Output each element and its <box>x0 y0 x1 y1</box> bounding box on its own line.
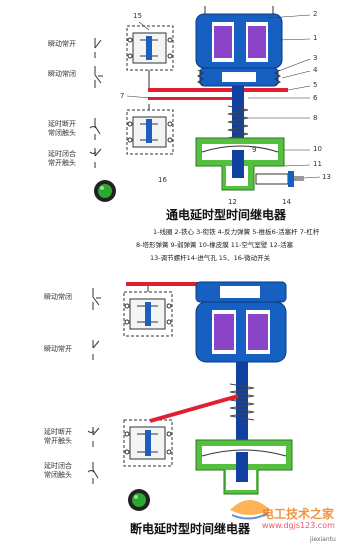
legend-line-3: 13-调节螺杆14-进气孔 15、16-微动开关 <box>150 254 271 262</box>
callout-15: 15 <box>133 12 142 20</box>
label-delay-nc: 延时断开 常闭触头 <box>48 120 76 137</box>
watermark-url: www.dgjs123.com <box>262 521 335 530</box>
label-bottom-instant-nc: 瞬动常闭 <box>44 293 72 301</box>
bottom-relay <box>87 281 293 511</box>
callout-14: 14 <box>282 198 291 206</box>
electromagnet-top <box>195 6 283 87</box>
tower-spring <box>227 105 249 143</box>
legend-line-2: 8-塔形弹簧 9-弱弹簧 10-橡皮膜 11-空气室壁 12-活塞 <box>136 241 294 249</box>
reaction-spring-right <box>274 69 281 86</box>
label-bottom-delay-nc: 延时闭合 常闭触头 <box>44 462 72 479</box>
bottom-spring <box>229 383 255 421</box>
indicator-light-top <box>94 180 116 202</box>
callout-13: 13 <box>322 173 331 181</box>
callout-12: 12 <box>228 198 237 206</box>
callout-10: 10 <box>313 145 322 153</box>
callout-5: 5 <box>313 81 318 89</box>
watermark-corner: jiexiantu <box>310 536 336 543</box>
air-chamber-bottom <box>195 439 293 495</box>
microswitch-bottom-upper <box>123 286 173 337</box>
electromagnet-bottom <box>195 281 287 363</box>
caption-bottom: 断电延时型时间继电器 <box>130 522 251 536</box>
callout-8: 8 <box>313 114 318 122</box>
watermark-brand: 电工技术之家 <box>262 507 335 521</box>
callout-1: 1 <box>313 34 318 42</box>
callout-lines-top <box>126 14 321 179</box>
legend-line-1: 1-线圈 2-铁心 3-衔铁 4-反力弹簧 5-推板6-活塞杆 7-杠杆 <box>153 228 320 236</box>
microswitch-16 <box>126 104 174 155</box>
callout-11: 11 <box>313 160 322 168</box>
bottom-lever <box>149 394 239 423</box>
callout-3: 3 <box>313 54 318 62</box>
top-relay <box>89 6 321 202</box>
label-bottom-instant-no: 瞬动常开 <box>44 345 72 353</box>
indicator-light-bottom <box>128 489 150 511</box>
lever-7 <box>148 97 238 100</box>
instant-nc-symbol <box>94 66 103 88</box>
callout-4: 4 <box>313 66 318 74</box>
microswitch-bottom-lower <box>123 419 173 467</box>
air-chamber-top <box>195 137 304 191</box>
watermark-logo <box>230 500 270 520</box>
microswitch-15 <box>126 25 174 88</box>
label-delay-no: 延时闭合 常开触头 <box>48 150 76 167</box>
callout-7: 7 <box>120 92 125 100</box>
caption-top: 通电延时型时间继电器 <box>166 208 287 222</box>
callout-16: 16 <box>158 176 167 184</box>
delay-nc-symbol <box>89 118 101 140</box>
reaction-spring-left <box>197 69 204 86</box>
push-plate <box>148 88 288 92</box>
label-bottom-delay-no: 延时断开 常开触头 <box>44 428 72 445</box>
instant-no-symbol <box>94 38 102 58</box>
callout-2: 2 <box>313 10 318 18</box>
bottom-contact-symbols <box>87 288 101 484</box>
callout-6: 6 <box>313 94 318 102</box>
label-instant-nc: 瞬动常闭 <box>48 70 76 78</box>
delay-no-symbol <box>89 148 102 168</box>
bottom-push-plate <box>126 282 206 286</box>
label-instant-no: 瞬动常开 <box>48 40 76 48</box>
callout-9: 9 <box>252 146 257 154</box>
